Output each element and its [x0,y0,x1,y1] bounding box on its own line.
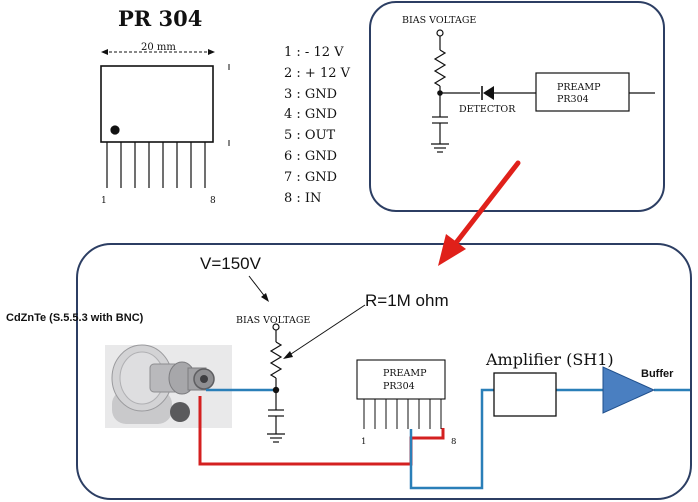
setup-preamp-pin-last: 8 [451,437,456,447]
setup-panel [76,243,692,500]
setup-preamp-pin-first: 1 [361,437,366,447]
amplifier-box [493,372,557,417]
reference-detector-diode [481,86,494,100]
setup-preamp-module [356,359,446,429]
reference-bias-label: BIAS VOLTAGE [402,15,476,26]
package-pin-last-label: 8 [210,196,216,206]
detector-photo [105,344,232,428]
signal-wire-preamp-out [409,388,494,490]
resistance-callout-arrow [283,304,366,359]
dimension-label: 20 mm [141,42,176,53]
pin-item: 4 : GND [284,107,338,123]
pin-item: 8 : IN [284,190,322,206]
buffer-triangle [602,366,656,414]
reference-panel [369,1,665,212]
pin-item: 1 : - 12 V [284,45,344,60]
reference-preamp-model: PR304 [557,94,589,105]
pin-item: 3 : GND [284,86,338,102]
reference-detector-label: DETECTOR [459,104,516,115]
reference-circuit [431,29,655,153]
red-arrow [438,160,521,266]
package-title: PR 304 [118,6,202,31]
setup-bias-network [267,323,285,443]
package-pin-first-label: 1 [101,196,107,206]
resistance-label: R=1M ohm [365,291,449,310]
voltage-label: V=150V [200,254,262,273]
pin-item: 6 : GND [284,148,338,164]
setup-junction [272,386,280,394]
buffer-label: Buffer [641,368,674,380]
setup-preamp-label: PREAMP [383,368,427,379]
reference-junction [437,90,443,96]
pin-list: 1 : - 12 V 2 : + 12 V 3 : GND 4 : GND 5 … [284,43,350,209]
setup-bias-label: BIAS VOLTAGE [236,315,310,326]
setup-preamp-model: PR304 [383,381,415,392]
pin-item: 5 : OUT [284,128,336,144]
pin-item: 2 : + 12 V [284,65,351,81]
pr304-package-drawing [100,49,230,188]
pin-item: 7 : GND [284,169,338,185]
ground-wire-red [198,396,445,466]
voltage-callout-arrow [248,275,269,302]
amplifier-label: Amplifier (SH1) [485,350,614,369]
detector-name-label: CdZnTe (S.5.5.3 with BNC) [6,312,144,324]
reference-preamp-label: PREAMP [557,82,601,93]
